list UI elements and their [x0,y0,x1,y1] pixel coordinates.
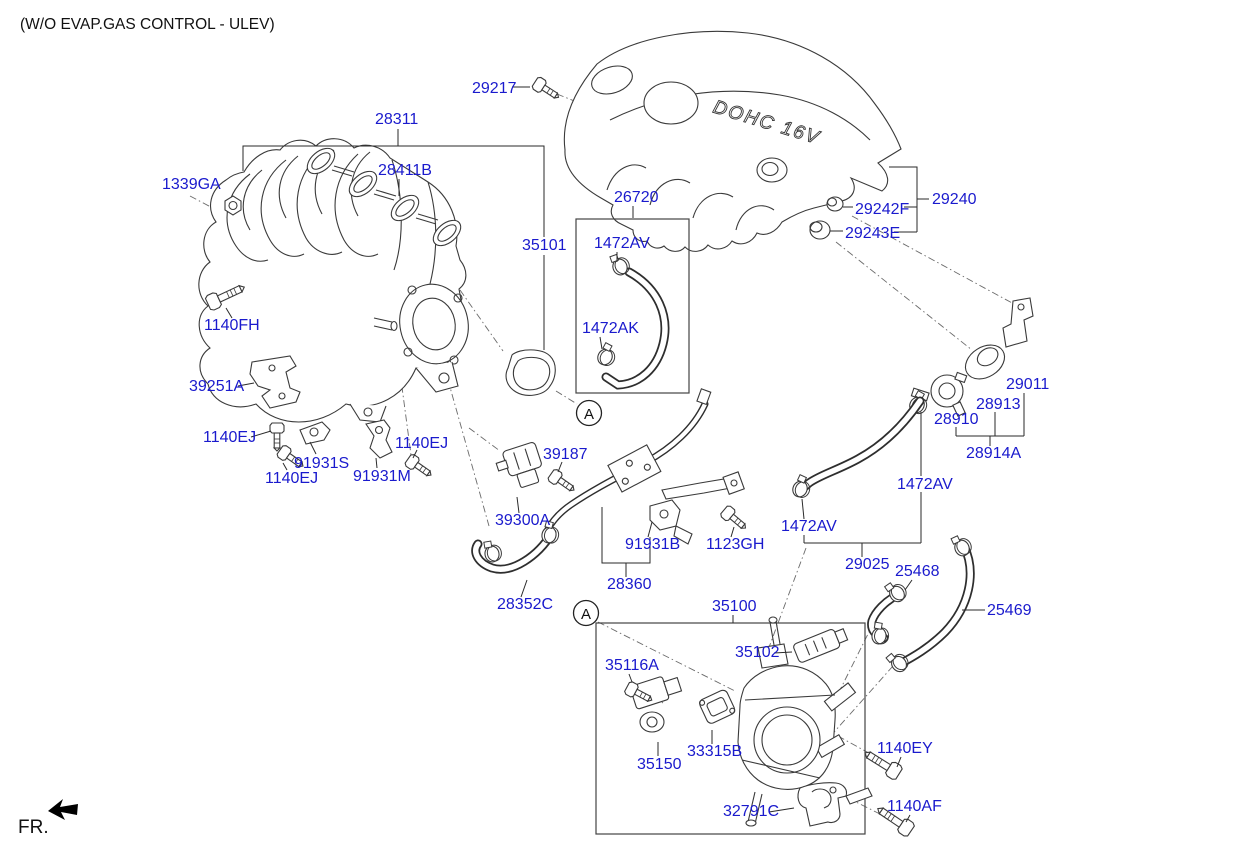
detail-marker-a-2: A [572,599,600,627]
part-label-91931M[interactable]: 91931M [353,468,411,485]
hose-25468-drawing [867,577,910,647]
part-label-29240[interactable]: 29240 [932,191,977,208]
part-label-35101[interactable]: 35101 [522,237,567,254]
detail-box-35100 [595,616,873,835]
part-label-1123GH[interactable]: 1123GH [706,536,764,553]
front-direction-indicator: FR. [18,799,78,838]
detail-marker-letter: A [581,606,591,623]
throttle-bracket-drawing [797,782,873,827]
part-label-28352C[interactable]: 28352C [497,596,553,613]
bracket-91931m [365,419,393,459]
part-label-39187[interactable]: 39187 [543,446,588,463]
part-label-28360[interactable]: 28360 [607,576,652,593]
grommet-29243E [809,220,831,240]
bolt-29217 [530,75,563,104]
part-label-1472AK[interactable]: 1472AK [582,320,639,337]
part-label-35116A[interactable]: 35116A [605,657,659,674]
hose-clamp-1472ak [594,341,621,370]
part-label-29217[interactable]: 29217 [472,80,517,97]
part-label-35150[interactable]: 35150 [637,756,682,773]
hose-28352c-drawing [471,520,563,574]
front-label: FR. [18,817,49,838]
part-label-39251A[interactable]: 39251A [189,378,244,395]
part-label-25468[interactable]: 25468 [895,563,940,580]
bracket-91931b [649,499,693,545]
bolt-39187 [546,467,579,497]
pipe-bracket-plate [607,444,662,493]
part-label-28411B[interactable]: 28411B [378,162,432,179]
part-label-28913[interactable]: 28913 [976,396,1021,413]
bolt-1123gh [718,504,751,534]
idle-speed-actuator-drawing [629,676,683,733]
throttle-body-drawing [737,616,857,827]
part-label-33315B[interactable]: 33315B [687,743,742,760]
page-title: (W/O EVAP.GAS CONTROL - ULEV) [20,16,275,33]
part-label-29011[interactable]: 29011 [1006,376,1049,393]
part-label-32791C[interactable]: 32791C [723,803,779,820]
grommet-29242F [826,196,844,212]
part-label-1140FH[interactable]: 1140FH [204,317,260,334]
bracket-39251a [249,355,301,409]
bracket-91931s [299,421,331,445]
part-label-1472AV-2[interactable]: 1472AV [781,518,837,535]
detail-marker-letter: A [584,406,594,423]
part-label-35102[interactable]: 35102 [735,644,780,661]
hose-25469-drawing [884,531,975,676]
hose-29025-drawing [789,396,925,501]
part-label-91931B[interactable]: 91931B [625,536,680,553]
part-label-1140EJ-2[interactable]: 1140EJ [265,470,318,487]
part-label-25469[interactable]: 25469 [987,602,1032,619]
part-label-91931S[interactable]: 91931S [294,455,349,472]
map-sensor-drawing [495,441,542,488]
throttle-sensor-drawing [793,628,849,663]
part-label-39300A[interactable]: 39300A [495,512,550,529]
part-label-29025[interactable]: 29025 [845,556,890,573]
detail-box-26720 [575,218,690,394]
throttle-body-gasket-drawing [699,689,736,724]
part-label-29243E[interactable]: 29243E [845,225,900,242]
throttle-gasket-drawing [505,349,556,396]
manifold-gasket-drawing [306,147,462,247]
part-label-1140EJ-1[interactable]: 1140EJ [203,429,256,446]
leader-lines [225,86,1025,823]
purge-valve-assembly-drawing [906,297,1034,418]
part-number-labels: 29217 28311 28411B 1339GA 26720 1472AV 3… [162,80,1049,820]
part-label-26720[interactable]: 26720 [614,189,659,206]
engine-cover-drawing: DOHC 16V [563,30,902,252]
part-label-35100[interactable]: 35100 [712,598,757,615]
part-label-1339GA[interactable]: 1339GA [162,176,221,193]
part-label-28910[interactable]: 28910 [934,411,979,428]
part-label-1140AF[interactable]: 1140AF [887,798,942,815]
detail-marker-a-1: A [575,399,603,427]
part-label-1472AV-1[interactable]: 1472AV [594,235,650,252]
fasteners [204,75,917,839]
part-label-1140EY[interactable]: 1140EY [877,740,933,757]
nut-1339ga [224,195,242,216]
part-label-28914A[interactable]: 28914A [966,445,1021,462]
front-arrow-icon [48,799,78,820]
part-label-1140EJ-3[interactable]: 1140EJ [395,435,448,452]
part-label-1472AV-3[interactable]: 1472AV [897,476,953,493]
purge-pipe-drawing [543,388,745,545]
part-label-28311[interactable]: 28311 [375,111,418,128]
part-label-29242F[interactable]: 29242F [855,201,909,218]
